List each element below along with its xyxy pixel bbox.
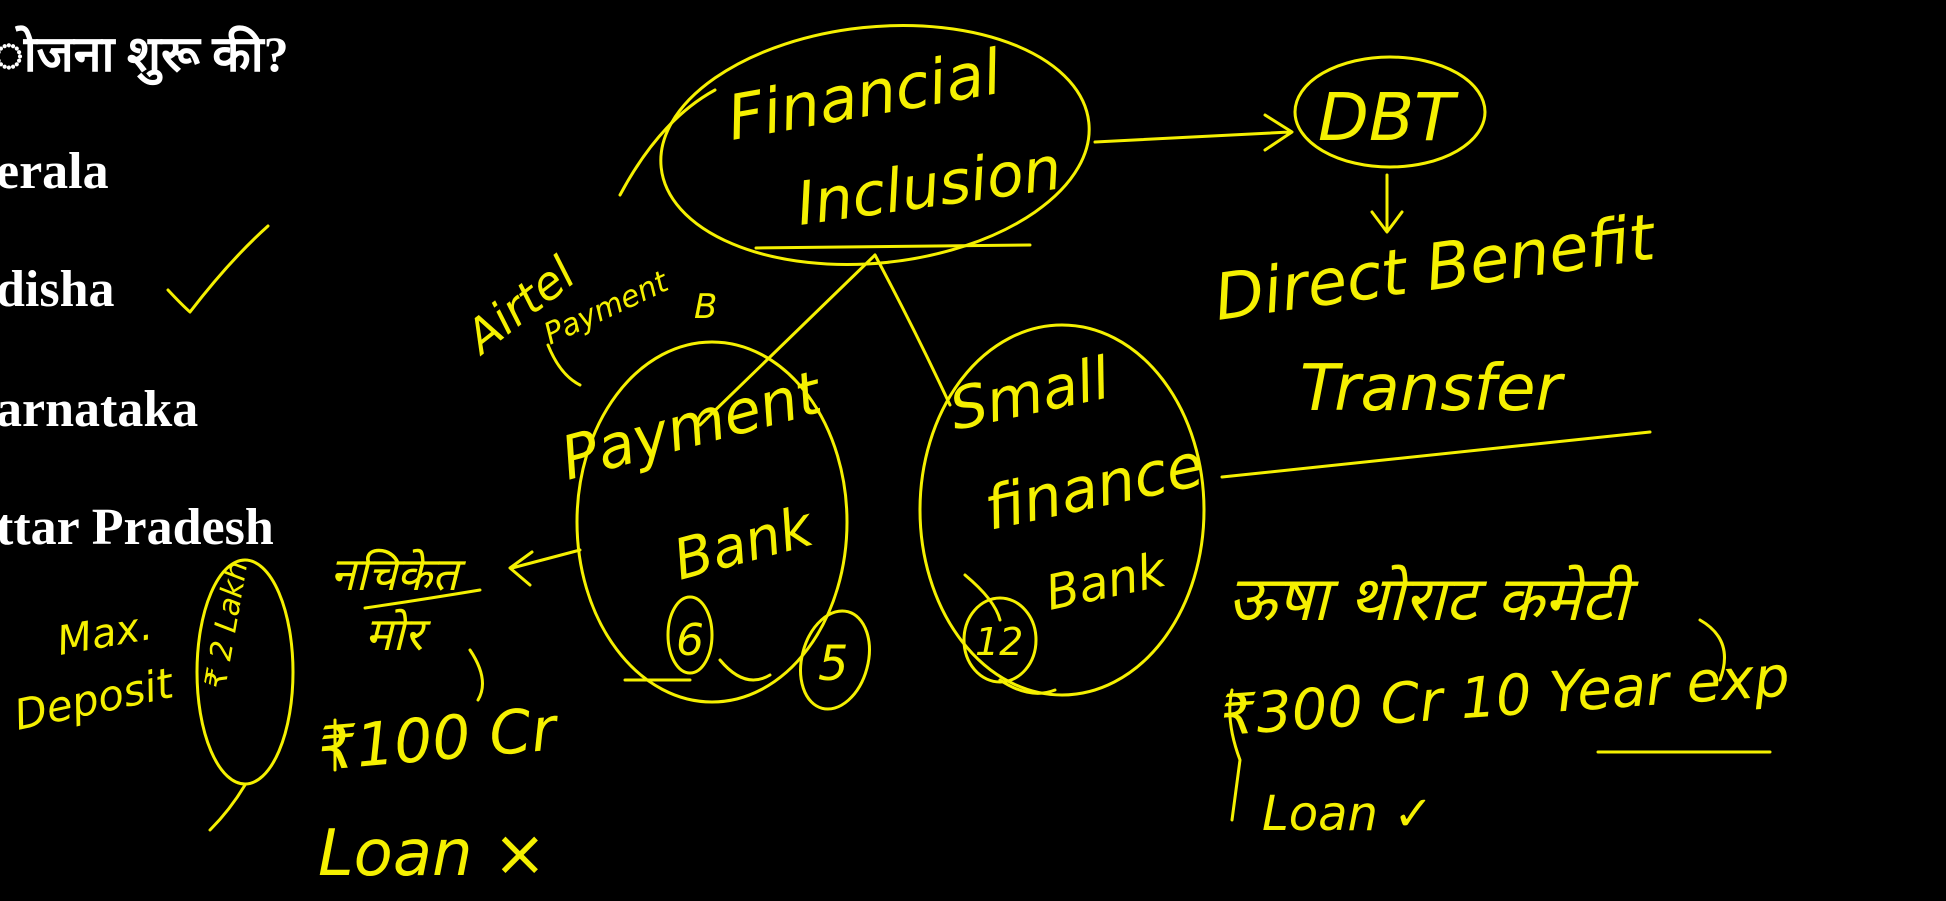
- option-karnataka: arnataka: [0, 381, 199, 438]
- direct-benefit-label: Direct Benefit: [1210, 201, 1662, 336]
- checkmark-odisha: [166, 224, 270, 314]
- usha-left-brace: [1228, 688, 1242, 822]
- small-bank-label: Bank: [1041, 541, 1173, 621]
- deposit-label: Deposit: [10, 658, 179, 740]
- small-finance-count: 12: [975, 620, 1023, 664]
- tangent-stroke: [618, 88, 717, 197]
- usha-bracket: [1698, 618, 1726, 682]
- usha-detail: ₹300 Cr 10 Year exp: [1218, 644, 1791, 749]
- line-to-small-finance: [873, 253, 952, 407]
- payment-label: Payment: [554, 358, 831, 495]
- usha-thorat-label: ऊषा थोराट कमेटी: [1228, 562, 1639, 635]
- payment-count: 6: [676, 615, 704, 666]
- small-finance-count-circle: [962, 596, 1038, 684]
- line-to-payment-bank: [698, 253, 877, 427]
- deposit-value: ₹ 2 Lakh: [198, 559, 255, 692]
- bank-label: Bank: [667, 494, 822, 594]
- dbt-label: DBT: [1318, 79, 1459, 156]
- airtel-label: Airtel: [453, 246, 585, 366]
- small-finance-bracket: [963, 573, 1057, 695]
- transfer-underline: [1220, 430, 1652, 479]
- nachiket-label: नचिकेत: [330, 547, 467, 601]
- max-label: Max.: [54, 603, 156, 665]
- financial-inclusion-ellipse: [659, 24, 1091, 266]
- loan-no: Loan ×: [318, 817, 547, 891]
- option-uttar-pradesh: ttar Pradesh: [0, 499, 274, 556]
- arrow-to-nachiket: [508, 548, 582, 587]
- arrow-to-dbt: [1093, 113, 1294, 152]
- arrow-down-dbt: [1370, 173, 1404, 234]
- loan-bracket: [333, 648, 484, 772]
- loan-amount: ₹100 Cr: [315, 694, 562, 785]
- payment-count-2: 5: [818, 636, 849, 692]
- finance-label: finance: [979, 430, 1210, 545]
- payment-bracket: [623, 658, 772, 682]
- option-kerala: erala: [0, 143, 109, 200]
- dbt-ellipse: [1293, 55, 1487, 169]
- option-odisha: disha: [0, 261, 115, 318]
- mor-underline: [363, 588, 482, 610]
- payment-count2-circle: [799, 609, 871, 711]
- payment-count-circle: [666, 595, 714, 675]
- airtel-arrow: [546, 343, 582, 387]
- usha-loan: Loan ✓: [1262, 786, 1433, 842]
- airtel-b-label: B: [694, 287, 717, 327]
- question-text: ोजना शुरू की?: [0, 26, 289, 82]
- inclusion-underline: [754, 243, 1032, 250]
- transfer-label: Transfer: [1300, 352, 1565, 426]
- mor-label: मोर: [365, 607, 431, 661]
- small-finance-circle: [918, 323, 1206, 697]
- inclusion-label: Inclusion: [792, 134, 1065, 240]
- deposit-tail: [208, 783, 247, 832]
- payment-bank-circle: [575, 340, 849, 704]
- small-label: Small: [944, 344, 1116, 444]
